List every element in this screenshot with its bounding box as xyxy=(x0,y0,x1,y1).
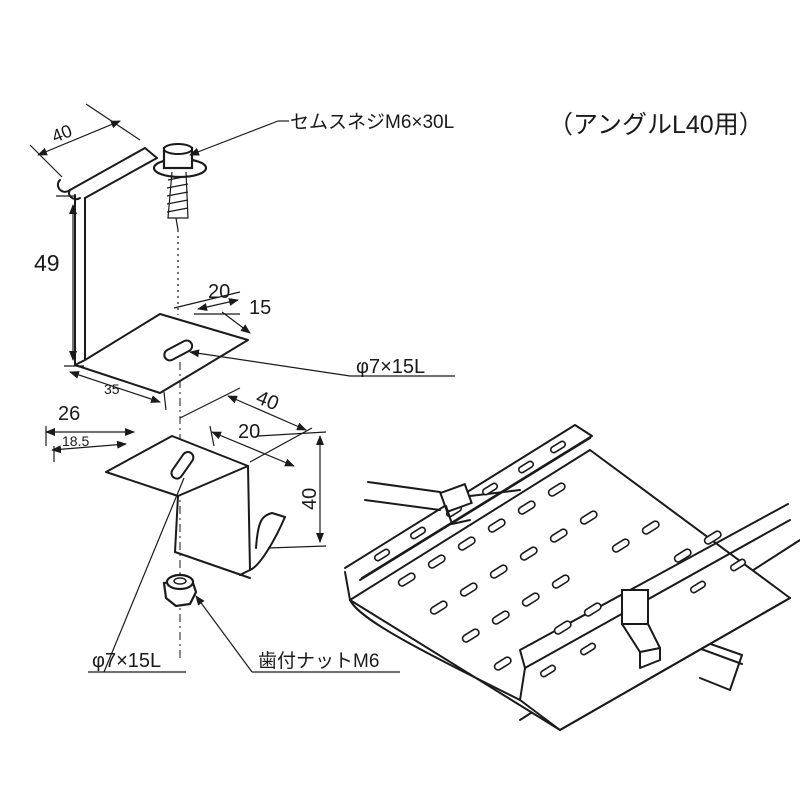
dim-lower-width: 26 xyxy=(58,403,80,425)
tray-clamp-front xyxy=(621,589,661,669)
tray-slots xyxy=(373,440,747,678)
dim-upper-depth: 35 xyxy=(104,381,120,397)
callout-screw: セムスネジM6×30L xyxy=(290,112,454,133)
dim-lower-height: 40 xyxy=(299,488,321,510)
lower-bracket xyxy=(105,435,286,579)
dim-lower-length: 40 xyxy=(253,387,282,416)
dim-upper-width: 40 xyxy=(49,121,75,147)
callout-slot-lower: φ7×15L xyxy=(92,650,161,672)
nut xyxy=(162,573,198,608)
callout-slot-upper: φ7×15L xyxy=(356,356,425,378)
callout-nut: 歯付ナットM6 xyxy=(258,650,379,672)
dim-upper-slot-edge: 15 xyxy=(249,297,271,319)
upper-slot xyxy=(163,339,194,362)
screw xyxy=(152,143,208,315)
dim-upper-slot-offset: 20 xyxy=(208,281,230,303)
dim-lower-slot-offset: 18.5 xyxy=(62,433,89,449)
lower-slot xyxy=(170,451,195,480)
cable-tray xyxy=(344,424,800,731)
dim-upper-height: 49 xyxy=(34,250,60,276)
dim-lower-slot-pos: 20 xyxy=(238,421,260,443)
title: （アングルL40用） xyxy=(548,111,764,139)
tray-clamp-back xyxy=(439,482,473,525)
